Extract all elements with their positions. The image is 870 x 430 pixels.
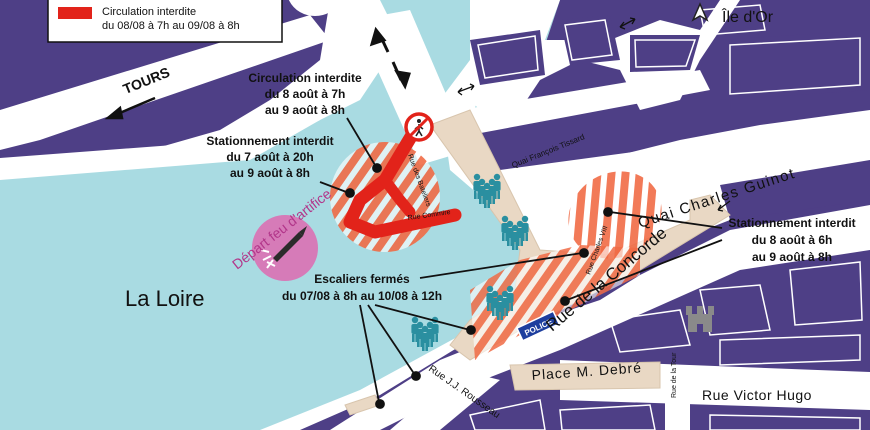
- roundabout: [288, 0, 342, 16]
- legend-dates: du 08/08 à 7h au 09/08 à 8h: [102, 20, 240, 32]
- castle-icon: [686, 306, 714, 332]
- north-arrow-icon: [691, 2, 709, 22]
- svg-text:Circulation interdite: Circulation interdite: [248, 71, 362, 85]
- no-parking-right: [568, 171, 662, 259]
- north-road-lower: [0, 110, 320, 180]
- svg-text:du 07/08 à 8h au 10/08 à 12h: du 07/08 à 8h au 10/08 à 12h: [282, 289, 442, 303]
- bridge-direction-arrows: [369, 26, 411, 90]
- svg-text:du 8 août à 6h: du 8 août à 6h: [752, 233, 833, 247]
- right-grey-block: [720, 160, 870, 220]
- label-place-debre: Place M. Debré: [531, 359, 642, 383]
- annotation-stationnement-right: Stationnement interdit du 8 août à 6h au…: [728, 216, 855, 264]
- svg-text:du 7 août à 20h: du 7 août à 20h: [226, 150, 313, 164]
- rue-jj-rousseau-road: [390, 370, 500, 430]
- quai-tissard-road: [460, 70, 710, 135]
- label-la-loire: La Loire: [125, 286, 205, 311]
- svg-text:au 9 août à 8h: au 9 août à 8h: [230, 166, 310, 180]
- traffic-closed-inner: [379, 174, 416, 218]
- island-blocks: [470, 15, 870, 100]
- annotation-stationnement-left: Stationnement interdit du 7 août à 20h a…: [206, 134, 333, 180]
- svg-text:Stationnement interdit: Stationnement interdit: [728, 216, 855, 230]
- leader-lines: [319, 117, 723, 409]
- svg-text:Stationnement interdit: Stationnement interdit: [206, 134, 333, 148]
- legend: Circulation interdite du 08/08 à 7h au 0…: [47, 0, 283, 43]
- two-way-arrows: [457, 17, 731, 212]
- no-parking-concorde: [470, 245, 640, 360]
- svg-text:Escaliers fermés: Escaliers fermés: [314, 272, 410, 286]
- legend-swatch: [58, 7, 92, 19]
- no-pedestrian-sign: [404, 112, 434, 142]
- tours-arrow: [104, 96, 156, 120]
- island-block-outlines: [477, 4, 861, 95]
- svg-text:au 9 août à 8h: au 9 août à 8h: [265, 103, 345, 117]
- south-block-outlines: [469, 261, 863, 430]
- svg-text:au 9 août à 8h: au 9 août à 8h: [752, 250, 832, 264]
- place-debre: [509, 361, 661, 391]
- firework-icon: [260, 226, 307, 269]
- label-rue-victor-hugo: Rue Victor Hugo: [702, 387, 812, 403]
- svg-text:du 8 août à 7h: du 8 août à 7h: [265, 87, 346, 101]
- tours-road: [0, 15, 330, 150]
- label-ile-dor: Île d'Or: [721, 7, 774, 26]
- annotation-circulation: Circulation interdite du 8 août à 7h au …: [248, 71, 362, 117]
- annotation-escaliers: Escaliers fermés du 07/08 à 8h au 10/08 …: [282, 272, 442, 303]
- traffic-closed-loop: [343, 118, 462, 239]
- label-rue-de-la-tour: Rue de la Tour: [671, 352, 678, 398]
- legend-title: Circulation interdite: [102, 6, 196, 18]
- rue-de-la-tour-road: [665, 380, 690, 430]
